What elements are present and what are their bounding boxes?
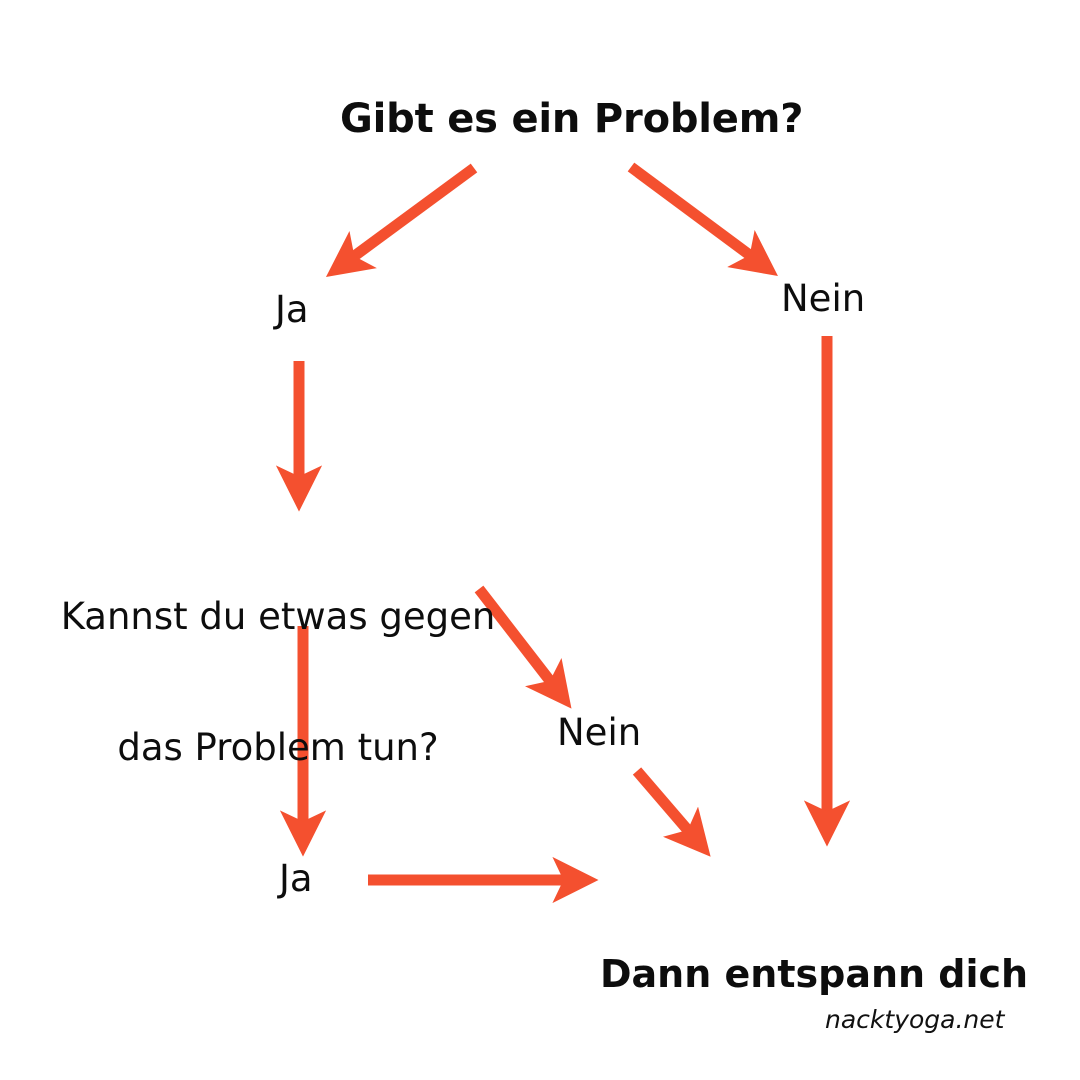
node-root-question: Gibt es ein Problem? [340,96,804,142]
node-branch-ja-2: Ja [279,857,313,900]
node-question-2: Kannst du etwas gegen das Problem tun? [34,508,522,857]
node-branch-nein-1: Nein [781,277,866,320]
edge-root-to-ja-arrow [325,163,478,277]
edge-root-to-nein-arrow [627,162,778,277]
node-result-line-1: Dann entspann dich [600,951,1029,996]
edge-question2-to-nein2-arrow [474,585,572,709]
node-result: Dann entspann dich und hab Vertrauen. [600,858,1028,1080]
watermark: nacktyoga.net [825,1005,1005,1034]
node-question-2-line-1: Kannst du etwas gegen [60,595,496,639]
node-branch-ja-1: Ja [275,288,309,331]
edge-nein2-to-result-arrow [632,767,711,857]
node-question-2-line-2: das Problem tun? [117,726,439,770]
node-branch-nein-2: Nein [557,711,642,754]
